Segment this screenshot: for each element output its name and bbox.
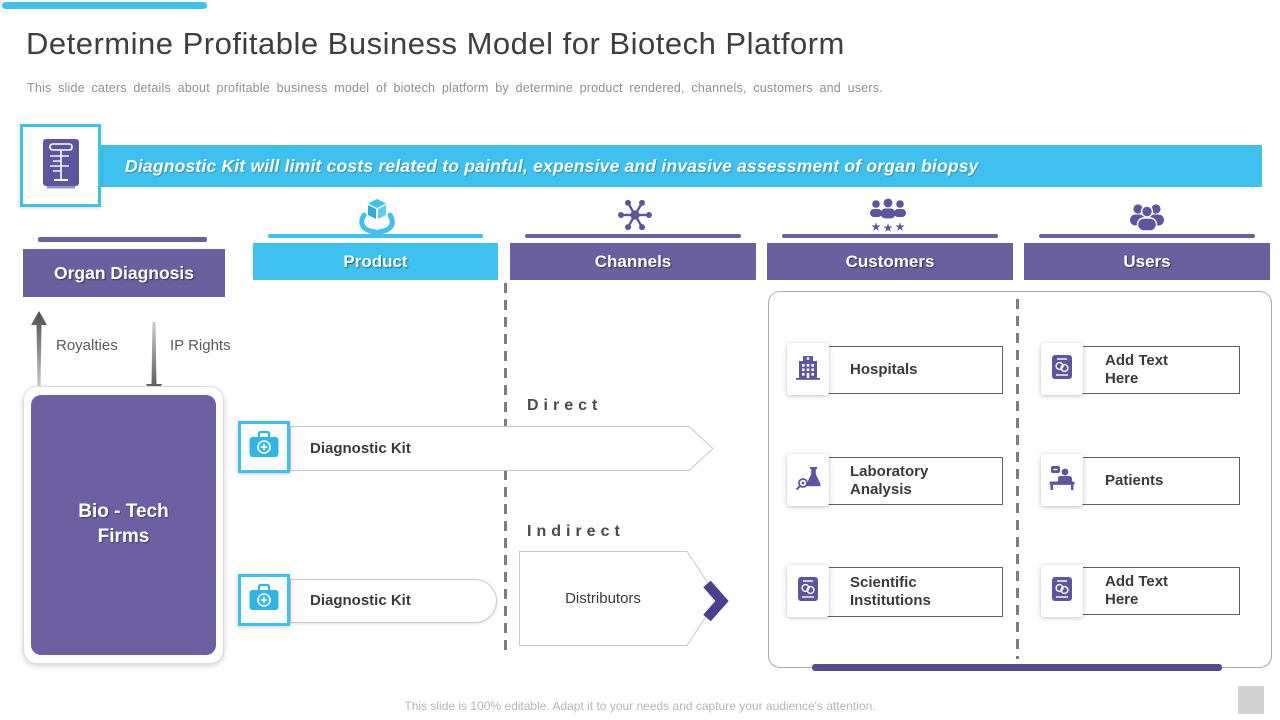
user-item-add-text-2[interactable]: Add Text Here — [1058, 567, 1240, 615]
accent-bar — [2, 2, 207, 9]
distributors-chevron-shape — [519, 551, 719, 651]
customers-header-line — [782, 234, 998, 238]
header-product-label: Product — [343, 251, 408, 271]
chevron-right-icon — [701, 578, 729, 629]
royalties-label: Royalties — [56, 337, 118, 354]
certificate-icon — [1050, 575, 1074, 608]
product-header-line — [268, 234, 483, 238]
ip-rights-down-arrow-icon — [145, 316, 163, 403]
diagnostic-kit-direct-label: Diagnostic Kit — [310, 440, 411, 457]
container-bottom-accent — [812, 664, 1222, 671]
banner-icon-box — [20, 124, 101, 207]
banner-text: Diagnostic Kit will limit costs related … — [125, 155, 979, 176]
patient-bed-icon — [1048, 465, 1076, 496]
medical-kit-icon — [248, 430, 280, 464]
header-organ-diagnosis-label: Organ Diagnosis — [53, 262, 195, 283]
certificate-icon-card — [1041, 565, 1083, 617]
certificate-icon-card — [787, 565, 829, 617]
customer-item-label: Scientific Institutions — [850, 574, 931, 609]
bio-tech-firms-label: Bio - Tech Firms — [78, 501, 169, 547]
lab-measure-icon — [39, 134, 83, 197]
certificate-icon — [796, 575, 820, 608]
ip-rights-label: IP Rights — [170, 337, 231, 354]
distributors-label: Distributors — [565, 590, 641, 607]
customer-item-label: Laboratory Analysis — [850, 463, 929, 498]
diagnostic-kit-indirect-label: Diagnostic Kit — [310, 592, 411, 609]
header-customers: Customers — [767, 243, 1013, 280]
header-product: Product — [253, 243, 498, 280]
medical-kit-box-indirect — [238, 574, 290, 626]
people-stars-icon — [867, 198, 909, 241]
direct-label: Direct — [527, 397, 603, 414]
header-channels: Channels — [510, 243, 756, 280]
bio-tech-firms-card: Bio - Tech Firms — [23, 386, 224, 664]
bio-tech-firms-box: Bio - Tech Firms — [31, 395, 216, 655]
page-subtitle: This slide caters details about profitab… — [27, 81, 883, 95]
header-customers-label: Customers — [845, 251, 935, 271]
user-item-label: Patients — [1105, 472, 1164, 490]
certificate-icon-card — [1041, 343, 1083, 395]
diagnostic-kit-indirect-shape — [290, 579, 497, 623]
diagnostic-kit-direct-arrow — [290, 426, 714, 476]
banner: Diagnostic Kit will limit costs related … — [101, 145, 1262, 187]
lab-analysis-icon — [794, 464, 822, 497]
patient-bed-icon-card — [1041, 454, 1083, 506]
network-icon — [616, 196, 654, 239]
medical-kit-box-direct — [238, 421, 290, 473]
header-users: Users — [1024, 243, 1270, 280]
header-organ-diagnosis: Organ Diagnosis — [23, 249, 225, 297]
hospital-icon-card — [787, 343, 829, 395]
user-item-add-text-1[interactable]: Add Text Here — [1058, 346, 1240, 394]
customer-item-hospitals: Hospitals — [812, 346, 1003, 394]
user-item-patients: Patients — [1058, 457, 1240, 505]
hospital-icon — [794, 353, 822, 386]
medical-kit-icon — [248, 583, 280, 617]
customer-item-scientific-institutions: Scientific Institutions — [812, 567, 1003, 617]
indirect-label: Indirect — [527, 523, 625, 540]
user-item-label: Add Text Here — [1105, 573, 1169, 608]
royalties-up-arrow-icon — [30, 311, 48, 398]
customers-users-dashed-divider — [1016, 299, 1019, 659]
scrollbar-thumb[interactable] — [1238, 686, 1264, 714]
hands-cube-icon — [358, 197, 396, 240]
organ-header-line — [38, 237, 207, 242]
channels-header-line — [525, 234, 741, 238]
header-users-label: Users — [1123, 251, 1171, 271]
footer-note: This slide is 100% editable. Adapt it to… — [404, 699, 876, 713]
lab-analysis-icon-card — [787, 454, 829, 506]
people-group-icon — [1127, 201, 1167, 238]
user-item-label: Add Text Here — [1105, 352, 1169, 387]
page-title: Determine Profitable Business Model for … — [26, 26, 845, 61]
header-channels-label: Channels — [594, 251, 672, 271]
certificate-icon — [1050, 353, 1074, 386]
customer-item-label: Hospitals — [850, 361, 918, 379]
customer-item-laboratory-analysis: Laboratory Analysis — [812, 457, 1003, 505]
users-header-line — [1039, 234, 1255, 238]
